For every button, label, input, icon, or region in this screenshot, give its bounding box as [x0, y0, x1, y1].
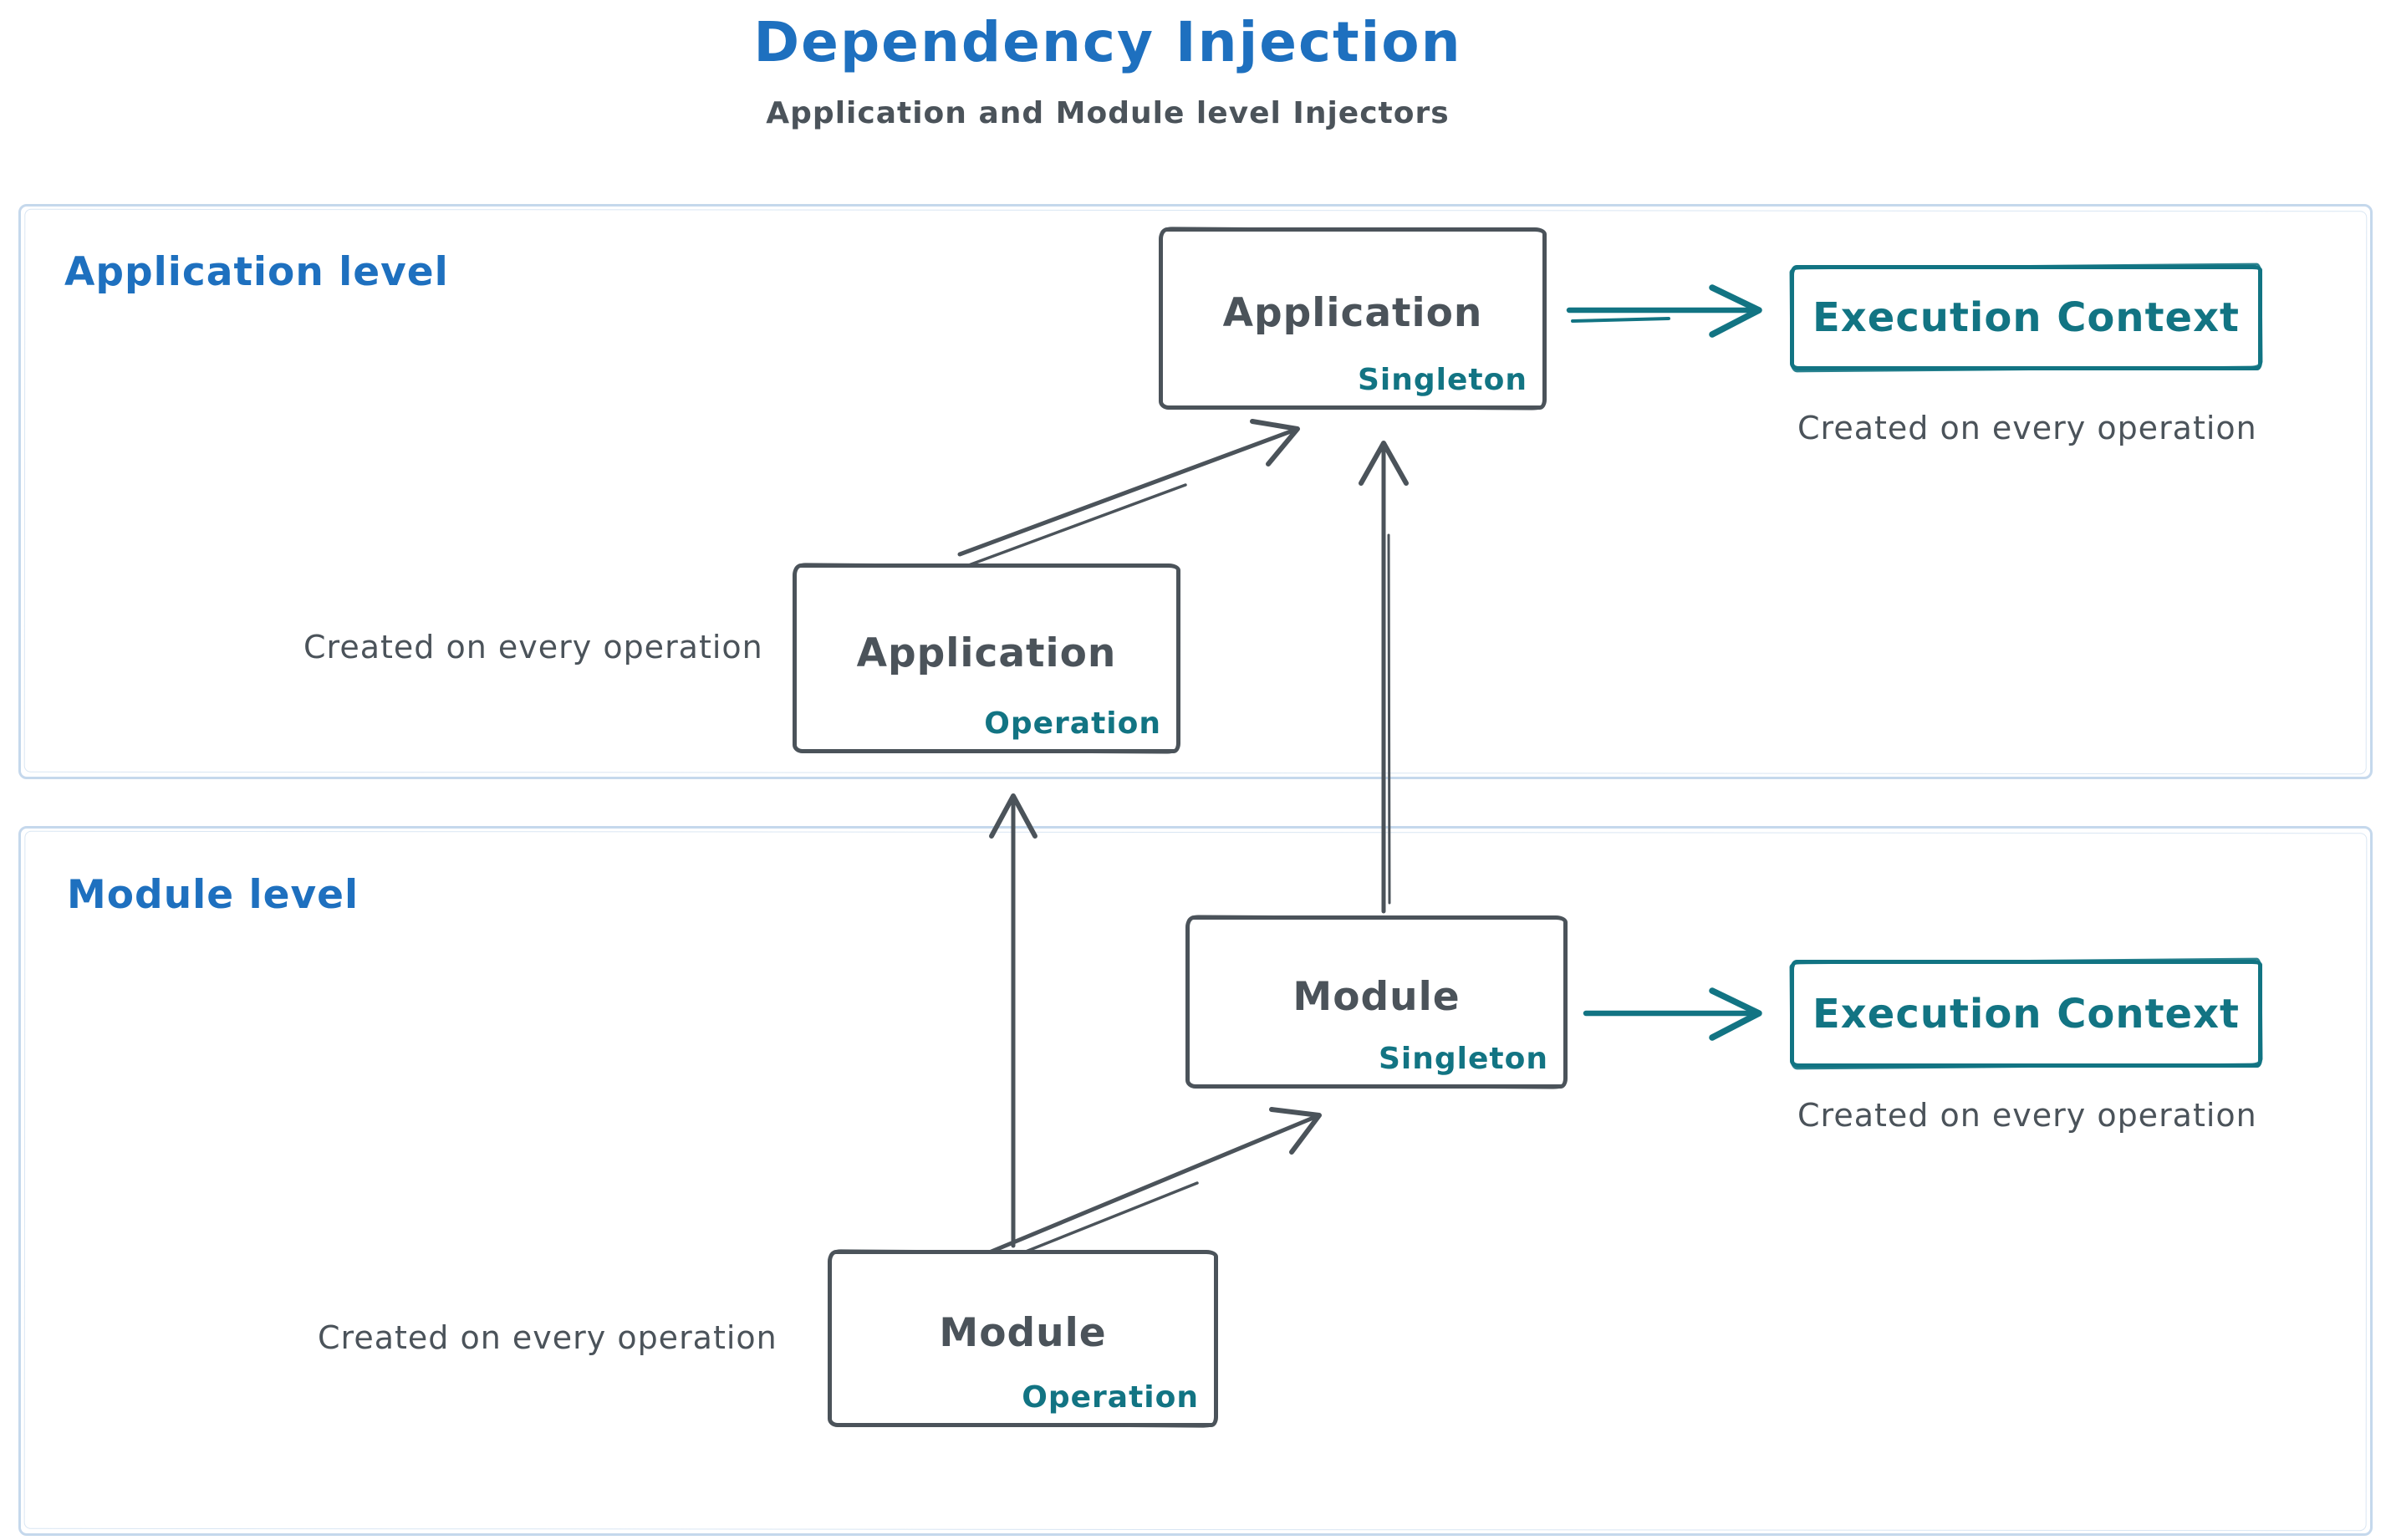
note-execution-context-application: Created on every operation: [1797, 410, 2257, 446]
node-execution-context-module: Execution Context: [1790, 960, 2262, 1068]
node-module-operation-name: Module: [939, 1309, 1107, 1356]
node-module-singleton-name: Module: [1292, 973, 1461, 1020]
node-module-singleton-scope: Singleton: [1379, 1042, 1548, 1076]
node-module-singleton: Module Singleton: [1185, 915, 1568, 1089]
note-execution-context-module: Created on every operation: [1797, 1097, 2257, 1134]
module-level-container: [18, 826, 2373, 1536]
node-application-singleton-scope: Singleton: [1358, 363, 1527, 397]
node-application-operation-name: Application: [856, 630, 1117, 676]
note-application-operation: Created on every operation: [303, 629, 763, 665]
node-application-operation: Application Operation: [793, 563, 1180, 753]
node-application-operation-scope: Operation: [984, 706, 1161, 741]
node-module-operation: Module Operation: [828, 1250, 1218, 1427]
application-level-label: Application level: [64, 249, 449, 295]
page-title: Dependency Injection: [753, 10, 1462, 74]
diagram-header: Dependency Injection Application and Mod…: [251, 10, 1965, 130]
node-application-singleton: Application Singleton: [1159, 227, 1547, 410]
execution-context-label: Execution Context: [1812, 990, 2240, 1038]
node-application-singleton-name: Application: [1222, 289, 1483, 336]
note-module-operation: Created on every operation: [318, 1319, 777, 1356]
node-module-operation-scope: Operation: [1022, 1380, 1199, 1415]
application-level-container: [18, 204, 2373, 779]
execution-context-label: Execution Context: [1812, 294, 2240, 341]
page-subtitle: Application and Module level Injectors: [766, 96, 1450, 130]
module-level-label: Module level: [67, 872, 359, 918]
node-execution-context-application: Execution Context: [1790, 265, 2262, 370]
